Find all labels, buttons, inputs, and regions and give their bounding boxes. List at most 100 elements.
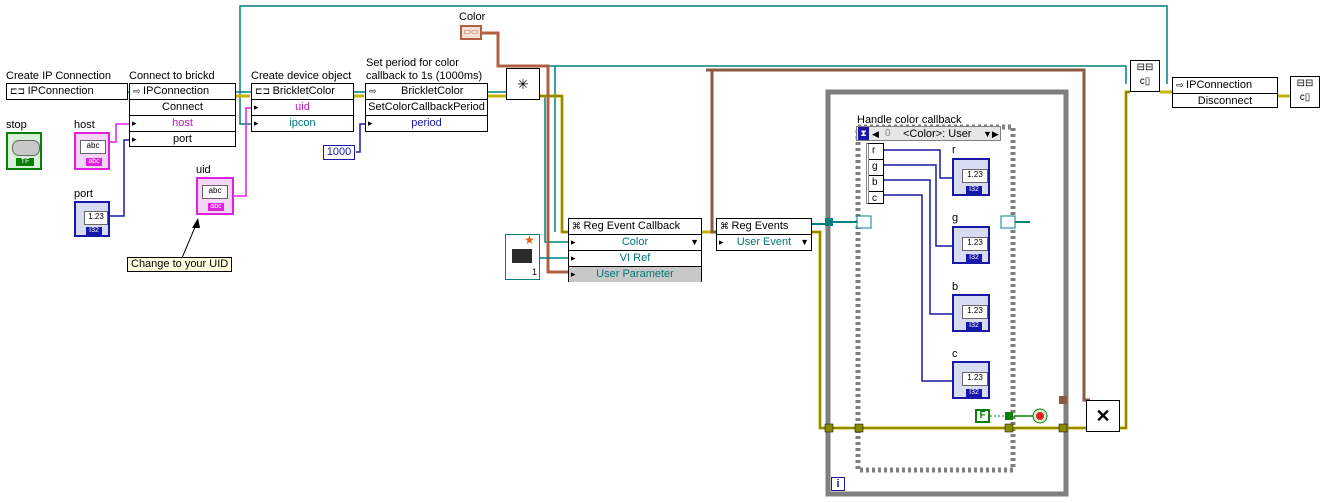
indicator-c: 1.23 I32 [952,361,990,399]
disc-method: Disconnect [1197,95,1253,107]
input-arrow-icon: ▸ [368,118,373,128]
string-tag: abc [208,203,224,211]
reg-cb-color-param[interactable]: ▸Color▼ [569,235,701,251]
node-icon: ⊏⊐ [255,86,273,96]
case-index: 0 [885,128,891,139]
reg-cb-user-param: ▸User Parameter [569,267,701,282]
event-icon: ⌘ [720,221,732,231]
close-ref-node-1[interactable]: ⊟⊟ c▯ [1130,60,1160,92]
port-control[interactable]: 1.23 I32 [74,201,110,237]
loop-tunnel-refnum [825,218,833,226]
invoke-icon: ⇨ [133,86,144,96]
event-data-b: b [869,176,883,192]
input-arrow-icon: ▸ [719,237,724,247]
indicator-c-value: 1.23 [962,372,988,386]
reg-event-callback-node[interactable]: ⌘ Reg Event Callback ▸Color▼ ▸VI Ref ▸Us… [568,218,702,282]
set-period-node[interactable]: ⇨ BrickletColor SetColorCallbackPeriod ▸… [365,83,488,132]
reg-cb-head-label: Reg Event Callback [583,220,681,232]
case-label: <Color>: User [903,128,972,140]
input-arrow-icon: ▸ [132,134,137,144]
false-constant[interactable]: F [975,409,990,423]
ipconnection-label: IPConnection [27,85,94,97]
ipconnection-constructor-node[interactable]: ⊏⊐ IPConnection [6,83,128,100]
brick-ipcon-param: ▸ipcon [254,117,316,129]
label-indicator-r: r [952,144,956,156]
reg-cb-viref-param: ▸VI Ref [569,251,701,267]
connect-host-param: ▸host [130,116,235,132]
close-ref-icon-2: c▯ [1299,92,1311,103]
indicator-b: 1.23 I32 [952,294,990,332]
invoke-icon: ⇨ [1176,80,1187,90]
reg-ev-user-param[interactable]: ▸User Event▼ [719,236,809,248]
color-event-constant[interactable]: ▭▭ [460,25,482,40]
event-data-g: g [869,160,883,176]
i32-tag: I32 [86,227,102,235]
indicator-r-value: 1.23 [962,169,988,183]
input-arrow-icon: ▸ [571,237,576,247]
next-case-icon[interactable]: ▼▶ [983,129,999,139]
close-ref-icon-2: c▯ [1139,76,1151,87]
connect-node[interactable]: ⇨ IPConnection Connect ▸host ▸port [129,83,236,147]
port-number-field: 1.23 [84,211,108,225]
input-arrow-icon: ▸ [132,118,137,128]
stop-control[interactable]: TF [6,132,42,170]
host-control[interactable]: abc abc [74,132,110,170]
uid-control[interactable]: abc abc [196,177,234,215]
connect-head-label: IPConnection [143,85,210,97]
reg-events-node[interactable]: ⌘ Reg Events ▸User Event▼ [716,218,812,251]
connect-port-param: ▸port [132,133,192,145]
event-data-r: r [869,144,883,160]
refnum-top-wire [239,5,1168,92]
event-data-node: r g b c [866,143,884,204]
i32-tag: I32 [966,322,982,330]
prev-case-icon[interactable]: ◀ [872,129,879,139]
event-case-selector[interactable]: ⧗ ◀ 0 <Color>: User ▼▶ [856,126,1001,141]
label-create-device: Create device object [251,70,352,82]
period-constant[interactable]: 1000 [323,145,355,160]
label-handle: Handle color callback [857,114,962,126]
label-create-ip: Create IP Connection [6,70,111,82]
label-set-period-2: callback to 1s (1000ms) [366,70,483,82]
brickletcolor-constructor-node[interactable]: ⊏⊐ BrickletColor ▸uid ▸ipcon [251,83,354,132]
dropdown-arrow-icon: ▼ [800,237,809,247]
i32-tag: I32 [966,389,982,397]
toggle-icon [12,140,40,156]
indicator-g-value: 1.23 [962,237,988,251]
input-arrow-icon: ▸ [254,118,259,128]
unregister-icon: ✕ [1095,406,1111,426]
label-indicator-g: g [952,212,959,224]
host-string-field: abc [80,140,106,154]
label-set-period-1: Set period for color [366,57,459,69]
loop-tunnel-error [824,423,834,433]
setp-head-label: BrickletColor [401,85,464,97]
setp-method: SetColorCallbackPeriod [366,100,487,116]
input-arrow-icon: ▸ [254,102,259,112]
event-icon: ▭▭ [463,27,479,36]
event-data-c: c [872,193,877,204]
label-color: Color [459,11,486,23]
node-icon: ⊏⊐ [10,86,28,96]
connect-method: Connect [130,100,235,116]
input-arrow-icon: ▸ [571,269,576,279]
unregister-events-node[interactable]: ✕ [1086,400,1120,432]
close-ref-icon: ⊟⊟ [1296,78,1314,89]
vi-reference-constant[interactable]: ★ 1 [505,233,540,280]
indicator-r: 1.23 I32 [952,158,990,196]
setp-period-param: ▸period [368,117,442,129]
hourglass-icon: ⧗ [858,127,869,140]
brick-head-label: BrickletColor [272,85,335,97]
close-ref-icon: ⊟⊟ [1136,62,1154,73]
indicator-g: 1.23 I32 [952,226,990,264]
disc-head-label: IPConnection [1186,79,1253,91]
while-loop-frame [825,89,1069,497]
label-port: port [74,188,93,200]
i32-tag: I32 [966,186,982,194]
string-tag: abc [86,158,102,166]
label-indicator-c: c [952,348,958,360]
input-arrow-icon: ▸ [571,253,576,263]
close-ref-node-2[interactable]: ⊟⊟ c▯ [1290,76,1320,108]
i32-tag: I32 [966,254,982,262]
register-event-node[interactable]: ✳ [506,68,540,100]
disconnect-node[interactable]: ⇨ IPConnection Disconnect [1172,77,1278,108]
loop-iteration-terminal: i [831,477,845,491]
